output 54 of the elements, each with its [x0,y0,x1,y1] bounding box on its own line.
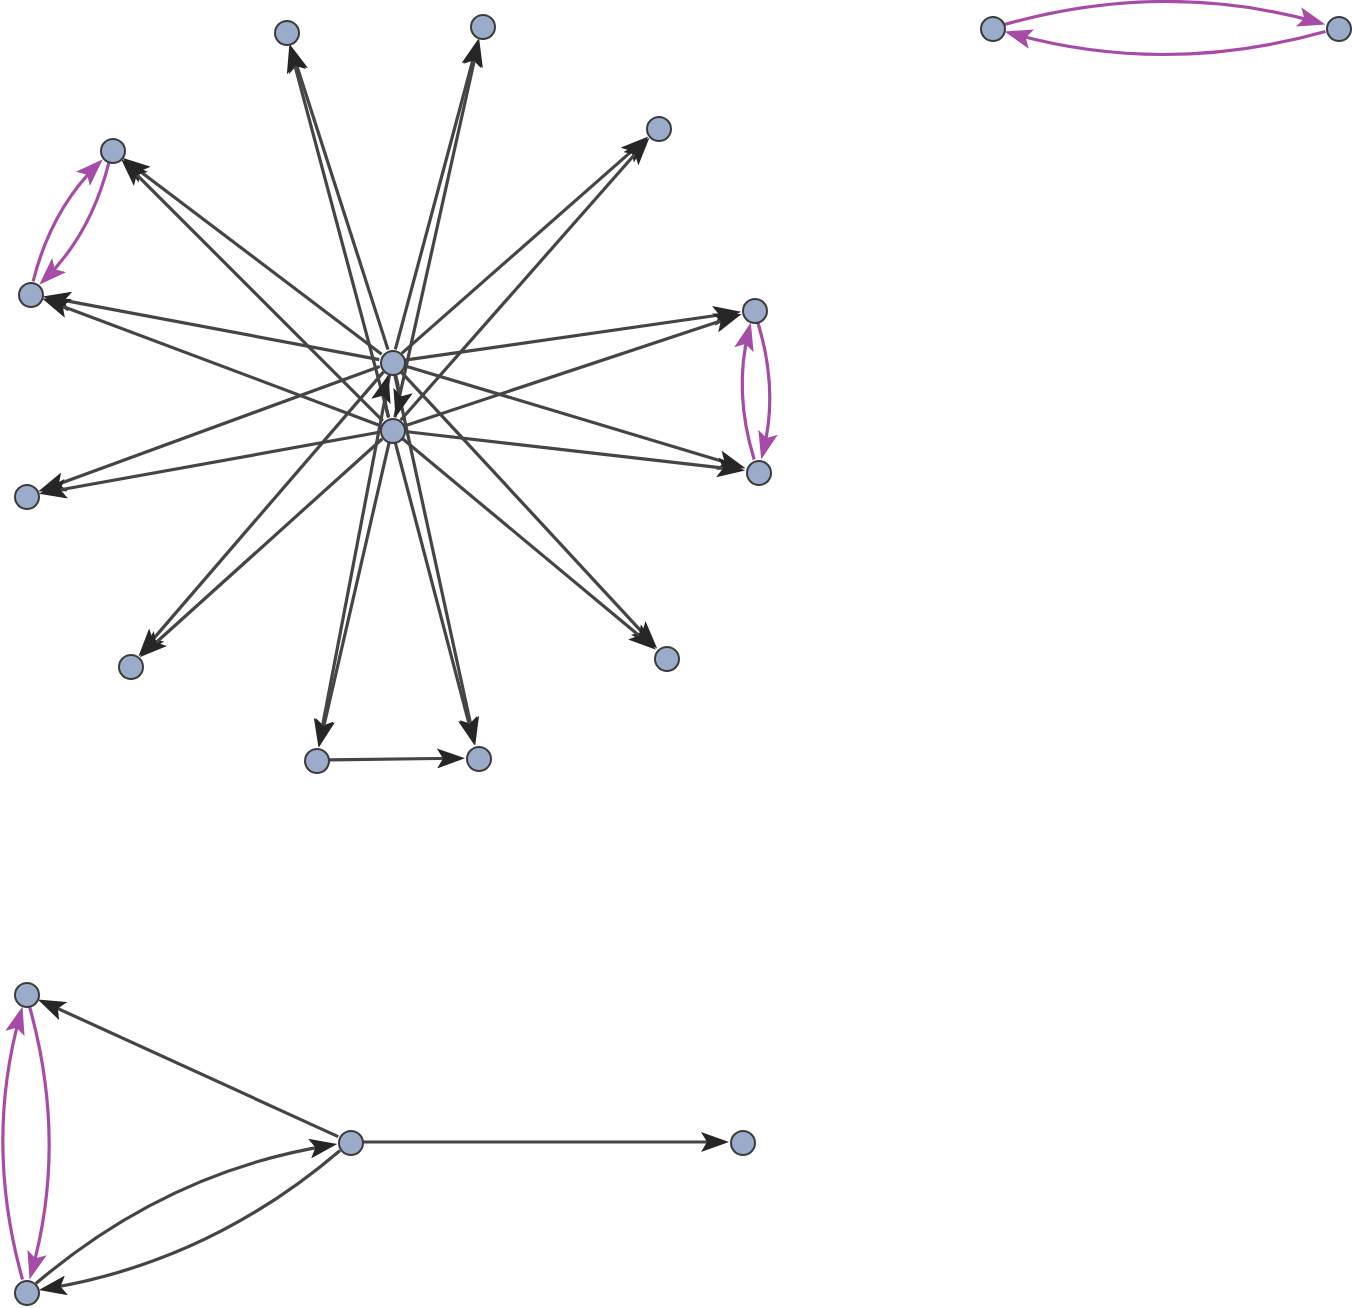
graph-node [17,281,43,307]
graph-node [465,745,491,771]
graph-node [469,13,495,39]
arrow [393,442,478,746]
arrow [139,437,384,658]
arrow [122,157,383,356]
arrow [38,430,380,499]
graph-node [979,15,1005,41]
graph-node [13,981,39,1007]
arrow [404,429,746,478]
arrow [26,1006,51,1280]
arrow [1004,28,1326,57]
arrow [371,374,392,418]
arrow [756,321,778,460]
arrow [138,370,385,657]
arrow [399,137,650,422]
arrow [286,44,391,418]
arrow [400,136,649,355]
arrow [393,374,480,746]
graph-node [337,1129,363,1155]
graph-node [13,483,39,509]
arrow [393,38,482,350]
graph-node [99,137,125,163]
arrow [37,999,339,1139]
graph-node [729,1129,755,1155]
graph-node [303,747,329,773]
arrow [313,374,392,748]
graph-node [13,1279,39,1305]
arrow [315,442,391,748]
graph-node [741,297,767,323]
arrow [1004,0,1326,28]
graph-node [1325,15,1351,41]
arrow [328,748,465,769]
graph-node [379,349,405,375]
arrow [363,1132,729,1152]
arrow [399,370,658,649]
graph-node [117,653,143,679]
graph-node [653,645,679,671]
graph-node [745,459,771,485]
arrow [403,313,742,428]
arrow [734,322,756,461]
arrow [404,305,742,362]
arrow [42,298,381,427]
arrow [393,38,483,418]
arrow [121,159,384,422]
graph-node [273,19,299,45]
graph-node [645,115,671,141]
arrow [289,44,390,351]
arrow [400,437,656,650]
arrow [404,364,746,470]
arrow [1,1006,26,1280]
arrow [42,291,380,362]
arrow [392,374,413,418]
arrow [38,364,381,492]
